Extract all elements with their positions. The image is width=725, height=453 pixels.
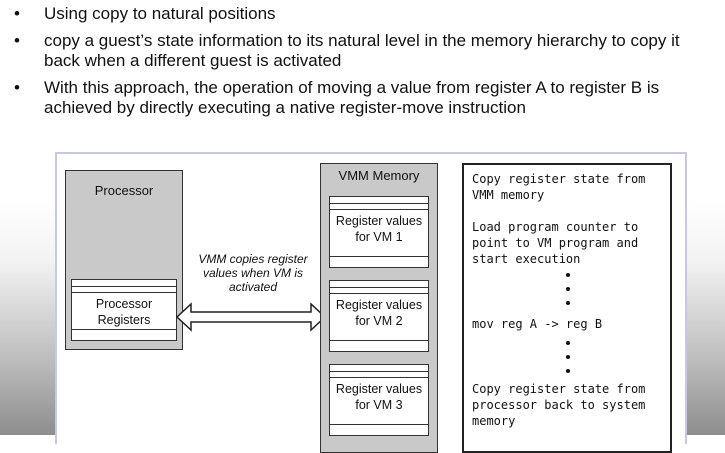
- vm-register-block: Register values for VM 1: [329, 196, 429, 268]
- vm-register-label: Register values for VM 1: [335, 214, 423, 244]
- bullet-dot: •: [14, 31, 20, 50]
- ellipsis-dot: [566, 355, 570, 359]
- ellipsis-dot: [566, 273, 570, 277]
- ellipsis-dot: [566, 369, 570, 373]
- double-arrow-icon: [175, 302, 327, 332]
- ellipsis-dot: [566, 301, 570, 305]
- code-steps-box: Copy register state from VMM memory Load…: [462, 163, 672, 453]
- register-divider: [330, 340, 428, 341]
- register-divider: [330, 287, 428, 288]
- bullet-text: With this approach, the operation of mov…: [44, 78, 660, 117]
- vmm-diagram: Processor Processor Registers VMM copies…: [55, 152, 687, 453]
- bullet-list: • Using copy to natural positions • copy…: [14, 4, 714, 125]
- bullet-item: • copy a guest’s state information to it…: [14, 31, 714, 71]
- register-divider: [72, 292, 176, 293]
- bullet-item: • With this approach, the operation of m…: [14, 78, 714, 118]
- register-divider: [330, 377, 428, 378]
- bullet-item: • Using copy to natural positions: [14, 4, 714, 24]
- register-divider: [72, 329, 176, 330]
- bullet-text: Using copy to natural positions: [44, 4, 276, 23]
- bullet-text: copy a guest’s state information to its …: [44, 31, 680, 70]
- processor-registers-box: Processor Registers: [71, 279, 177, 341]
- code-step: Copy register state from processor back …: [472, 382, 646, 428]
- code-step: Load program counter to point to VM prog…: [472, 220, 639, 266]
- vm-register-label: Register values for VM 2: [335, 298, 423, 328]
- bullet-dot: •: [14, 78, 20, 97]
- register-divider: [330, 424, 428, 425]
- vmm-memory-box: VMM Memory Register values for VM 1 Regi…: [320, 163, 438, 453]
- register-divider: [72, 286, 176, 287]
- bullet-dot: •: [14, 4, 20, 23]
- register-divider: [330, 293, 428, 294]
- register-divider: [330, 203, 428, 204]
- processor-title: Processor: [94, 183, 154, 198]
- processor-registers-label: Processor Registers: [95, 297, 153, 327]
- vm-register-block: Register values for VM 2: [329, 280, 429, 352]
- register-divider: [330, 256, 428, 257]
- processor-box: Processor Processor Registers: [65, 170, 183, 350]
- arrow-label: VMM copies register values when VM is ac…: [198, 252, 308, 294]
- register-divider: [330, 209, 428, 210]
- vmm-memory-title: VMM Memory: [338, 168, 420, 183]
- code-step: mov reg A -> reg B: [472, 317, 603, 331]
- ellipsis-dot: [566, 341, 570, 345]
- register-divider: [330, 371, 428, 372]
- code-step: Copy register state from VMM memory: [472, 172, 646, 202]
- ellipsis-dot: [566, 287, 570, 291]
- vm-register-block: Register values for VM 3: [329, 364, 429, 436]
- vm-register-label: Register values for VM 3: [335, 382, 423, 412]
